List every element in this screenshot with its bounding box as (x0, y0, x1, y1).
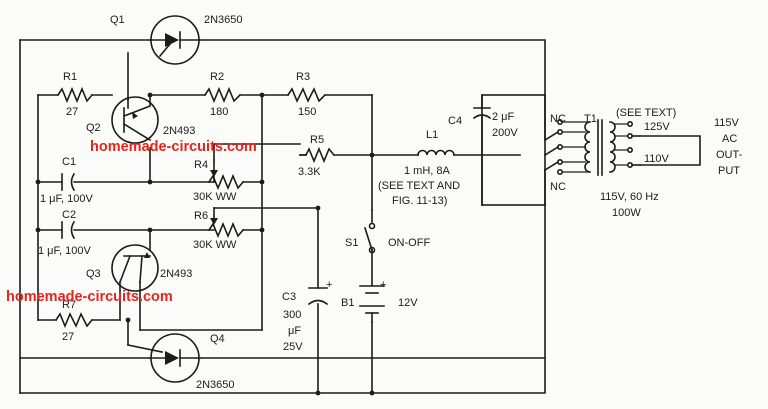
output-line-4: PUT (718, 165, 740, 177)
c3-value-3: 25V (283, 341, 303, 353)
t1-ref: T1 (584, 113, 597, 125)
t1-rating-1: 115V, 60 Hz (600, 191, 659, 203)
capacitor-c1 (61, 172, 76, 192)
capacitor-c3 (307, 287, 329, 306)
battery-b1 (359, 285, 385, 323)
c3-value-2: μF (288, 325, 301, 337)
c4-value-1: 2 μF (492, 111, 515, 123)
capacitor-c4 (472, 94, 492, 206)
t1-rating-2: 100W (612, 207, 641, 219)
r3-ref: R3 (296, 71, 310, 83)
l1-value: 1 mH, 8A (404, 165, 451, 177)
output-line-2: AC (722, 133, 737, 145)
l1-ref: L1 (426, 129, 438, 141)
q1-ref: Q1 (110, 14, 125, 26)
q3-ref: Q3 (86, 268, 101, 280)
q2-ref: Q2 (86, 122, 101, 134)
resistor-r2 (203, 86, 242, 104)
r1-ref: R1 (63, 71, 77, 83)
t1-tap-low: 110V (644, 153, 670, 165)
potentiometer-r6 (207, 218, 245, 239)
c3-plus: + (326, 279, 332, 291)
capacitor-c2 (61, 220, 76, 240)
c4-value-2: 200V (492, 127, 518, 139)
r1-value: 27 (66, 106, 78, 118)
q3-part: 2N493 (160, 268, 192, 280)
c2-value: 1 μF, 100V (38, 245, 91, 257)
resistor-r7 (54, 312, 94, 329)
s1-ref: S1 (345, 237, 358, 249)
transformer-t1 (543, 119, 641, 176)
c1-ref: C1 (62, 156, 76, 168)
b1-ref: B1 (341, 297, 354, 309)
l1-note-2: FIG. 11-13) (392, 195, 447, 207)
watermark-bottom: homemade-circuits.com (6, 289, 173, 305)
r5-ref: R5 (310, 134, 324, 146)
c1-value: 1 μF, 100V (40, 193, 93, 205)
resistor-r3 (286, 87, 327, 103)
r6-value: 30K WW (193, 239, 237, 251)
thyristor-q4 (127, 333, 201, 383)
r2-value: 180 (210, 106, 228, 118)
output-line-1: 115V (714, 117, 740, 129)
transistor-q3 (111, 244, 159, 292)
resistor-r5 (299, 146, 336, 164)
q4-ref: Q4 (210, 333, 225, 345)
transistor-q2 (111, 96, 159, 144)
thyristor-q1 (149, 15, 201, 65)
s1-label: ON-OFF (388, 237, 430, 249)
r6-ref: R6 (194, 210, 208, 222)
t1-nc-top: NC (550, 113, 566, 125)
r4-value: 30K WW (193, 191, 237, 203)
r4-ref: R4 (194, 159, 208, 171)
labels: Q1 2N3650 R1 27 R2 180 R3 150 Q2 2N493 R… (38, 14, 743, 391)
potentiometer-r4 (207, 159, 245, 191)
junction-dots (35, 92, 375, 396)
inductor-l1 (417, 149, 455, 156)
watermark-top: homemade-circuits.com (90, 139, 257, 155)
t1-note: (SEE TEXT) (616, 107, 676, 119)
r7-ref: R7 (62, 299, 76, 311)
c4-ref: C4 (448, 115, 462, 127)
r7-value: 27 (62, 331, 74, 343)
resistor-r1 (56, 86, 94, 104)
output-line-3: OUT- (716, 149, 743, 161)
wiring (19, 39, 701, 394)
c2-ref: C2 (62, 209, 76, 221)
b1-value: 12V (398, 297, 418, 309)
switch-s1 (363, 222, 376, 254)
q4-part: 2N3650 (196, 379, 235, 391)
q2-part: 2N493 (163, 125, 195, 137)
c3-ref: C3 (282, 291, 296, 303)
t1-tap-high: 125V (644, 121, 670, 133)
r2-ref: R2 (210, 71, 224, 83)
b1-plus: + (380, 279, 386, 291)
l1-note-1: (SEE TEXT AND (378, 180, 460, 192)
c3-value-1: 300 (283, 309, 301, 321)
r5-value: 3.3K (298, 166, 321, 178)
r3-value: 150 (298, 106, 316, 118)
q1-part: 2N3650 (204, 14, 243, 26)
t1-nc-bottom: NC (550, 181, 566, 193)
